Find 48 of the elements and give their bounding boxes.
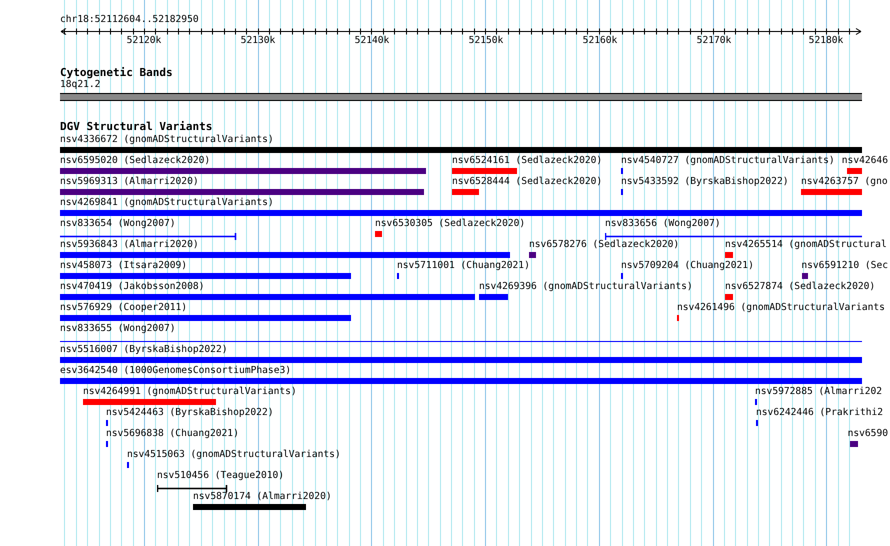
axis-tick-label: 52170k	[696, 35, 732, 47]
track-title: DGV Structural Variants	[60, 121, 212, 133]
variant-label: nsv5972885 (Almarri202	[755, 386, 882, 398]
variant-label: nsv4269841 (gnomADStructuralVariants)	[60, 197, 274, 209]
variant-label: nsv6524161 (Sedlazeck2020)	[452, 155, 602, 167]
variant-label: nsv4540727 (gnomADStructuralVariants)	[621, 155, 835, 167]
axis-tick-label: 52150k	[468, 35, 504, 47]
band-label: 18q21.2	[60, 79, 100, 91]
variant-label: nsv6590	[848, 428, 888, 440]
variant-label: nsv4263757 (gno	[801, 176, 888, 188]
variant-label: nsv510456 (Teague2010)	[157, 470, 284, 482]
axis-tick-label: 52140k	[354, 35, 390, 47]
axis-tick-label: 52120k	[126, 35, 162, 47]
variant-label: nsv833655 (Wong2007)	[60, 323, 176, 335]
variant-label: nsv5711001 (Chuang2021)	[397, 260, 530, 272]
variant-label: nsv4269396 (gnomADStructuralVariants)	[479, 281, 693, 293]
variant-label: nsv4261496 (gnomADStructuralVariants	[677, 302, 885, 314]
variant-label: nsv42646	[842, 155, 888, 167]
variant-label: nsv5516007 (ByrskaBishop2022)	[60, 344, 228, 356]
variant-label: nsv5424463 (ByrskaBishop2022)	[106, 407, 274, 419]
variant-label: nsv5870174 (Almarri2020)	[193, 491, 332, 503]
variant-label: nsv5969313 (Almarri2020)	[60, 176, 199, 188]
variant-label: nsv4265514 (gnomADStructural	[725, 239, 887, 251]
variant-label: nsv458073 (Itsara2009)	[60, 260, 188, 272]
variant-label: nsv5696838 (Chuang2021)	[106, 428, 239, 440]
variant-label: nsv5936843 (Almarri2020)	[60, 239, 199, 251]
axis-tick-label: 52180k	[808, 35, 844, 47]
axis-tick-label: 52130k	[240, 35, 276, 47]
variant-label: nsv833654 (Wong2007)	[60, 218, 176, 230]
variant-label: nsv6527874 (Sedlazeck2020)	[725, 281, 876, 293]
variant-label: nsv6530305 (Sedlazeck2020)	[375, 218, 526, 230]
variant-label: nsv4264991 (gnomADStructuralVariants)	[83, 386, 297, 398]
variant-label: nsv6591210 (Sec	[801, 260, 888, 272]
variant-label: esv3642540 (1000GenomesConsortiumPhase3)	[60, 365, 292, 377]
variant-label: nsv4515063 (gnomADStructuralVariants)	[127, 449, 341, 461]
axis-tick-label: 52160k	[582, 35, 618, 47]
track-title: Cytogenetic Bands	[60, 67, 173, 79]
variant-label: nsv470419 (Jakobsson2008)	[60, 281, 204, 293]
variant-label: nsv6528444 (Sedlazeck2020)	[452, 176, 602, 188]
variant-label: nsv4336672 (gnomADStructuralVariants)	[60, 134, 274, 146]
variant-label: nsv6578276 (Sedlazeck2020)	[529, 239, 680, 251]
variant-label: nsv6242446 (Prakrithi2	[756, 407, 884, 419]
coordinate-range: chr18:52112604..52182950	[60, 14, 199, 26]
variant-label: nsv576929 (Cooper2011)	[60, 302, 188, 314]
variant-label: nsv5433592 (ByrskaBishop2022)	[621, 176, 789, 188]
variant-label: nsv5709204 (Chuang2021)	[621, 260, 754, 272]
variant-label: nsv833656 (Wong2007)	[605, 218, 721, 230]
variant-label: nsv6595020 (Sedlazeck2020)	[60, 155, 210, 167]
